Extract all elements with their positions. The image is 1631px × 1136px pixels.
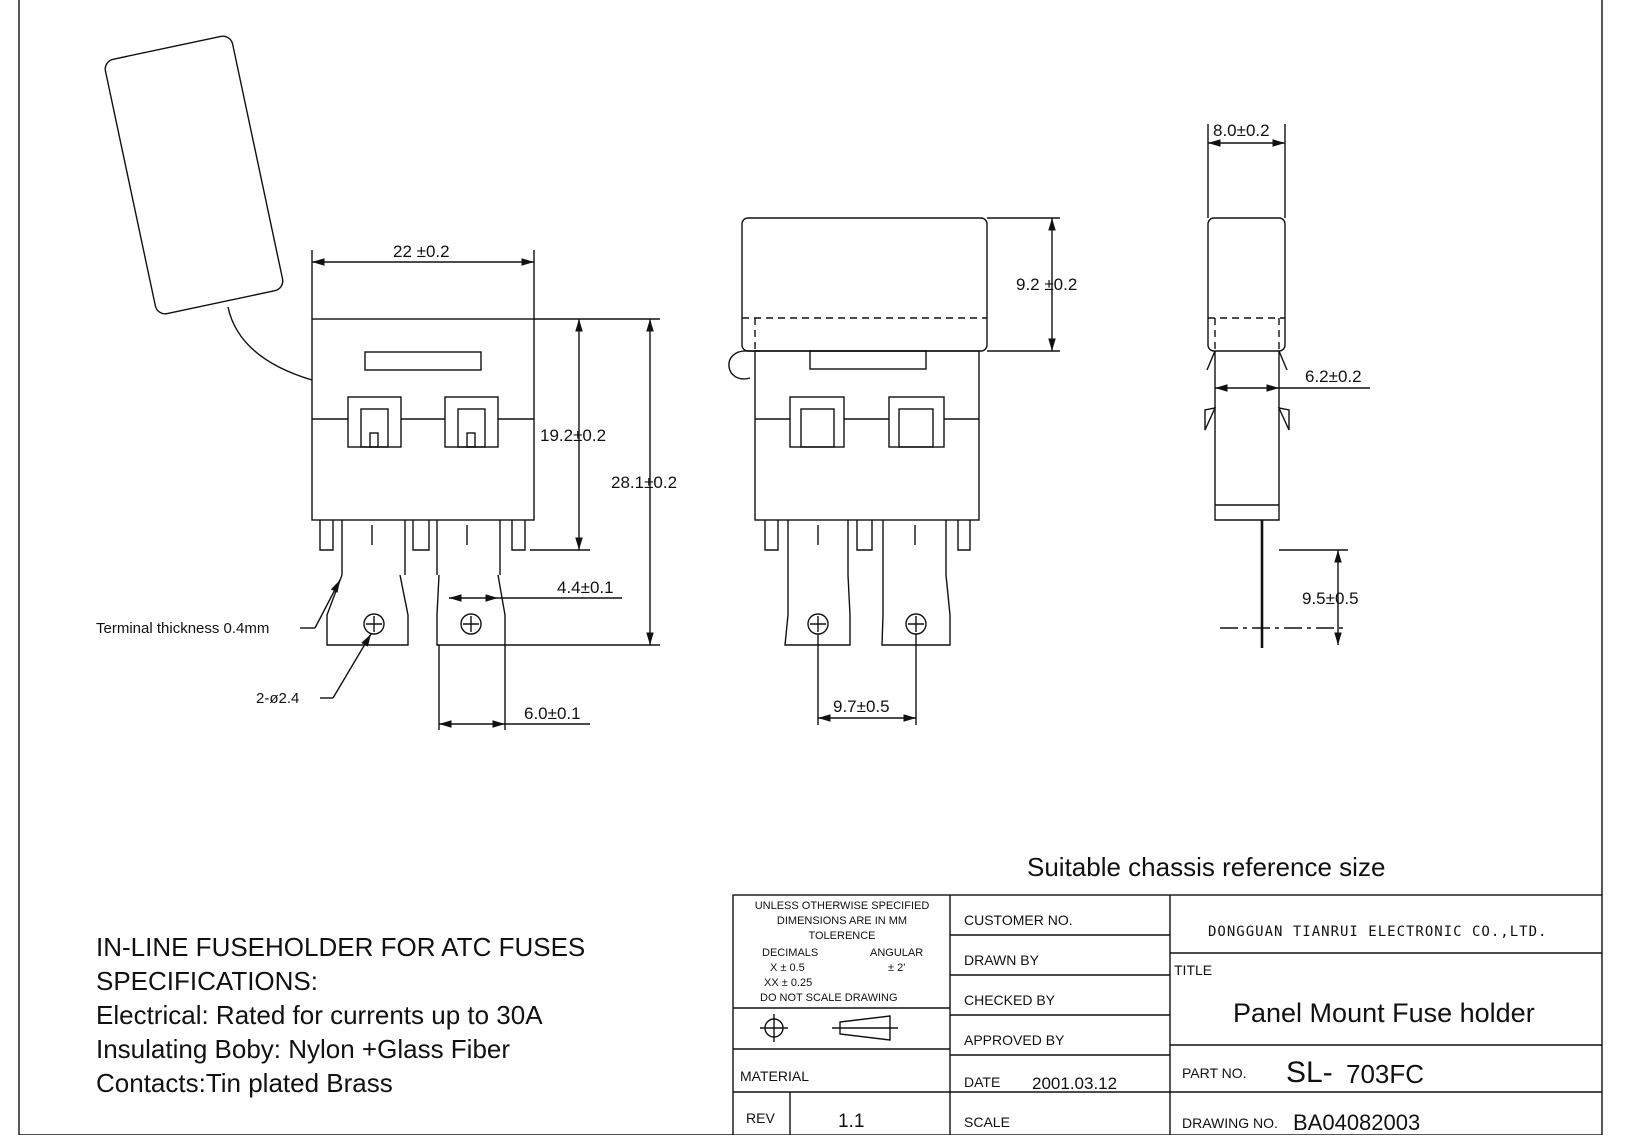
dim-terminal-4-4: 4.4±0.1 bbox=[557, 578, 614, 597]
dim-height-19-2: 19.2±0.2 bbox=[540, 426, 606, 445]
rev-value: 1.1 bbox=[838, 1111, 865, 1132]
chassis-caption: Suitable chassis reference size bbox=[1027, 852, 1386, 882]
dim-pitch-9-7: 9.7±0.5 bbox=[833, 697, 890, 716]
tolerance-angular-label: ANGULAR bbox=[870, 947, 924, 959]
drawing-no-label: DRAWING NO. bbox=[1182, 1115, 1278, 1131]
specifications-block: IN-LINE FUSEHOLDER FOR ATC FUSES SPECIFI… bbox=[96, 930, 585, 1100]
date-value: 2001.03.12 bbox=[1032, 1074, 1118, 1093]
approved-by-label: APPROVED BY bbox=[964, 1032, 1065, 1048]
note-hole: 2-ø2.4 bbox=[256, 690, 299, 707]
tolerance-x: X ± 0.5 bbox=[770, 962, 805, 974]
spec-line-electrical: Electrical: Rated for currents up to 30A bbox=[96, 1000, 543, 1030]
drawing-no-value: BA04082003 bbox=[1293, 1110, 1421, 1135]
terminal-right bbox=[436, 574, 506, 646]
fuse-cap bbox=[104, 35, 284, 315]
title-value: Panel Mount Fuse holder bbox=[1233, 998, 1535, 1028]
spec-line-contacts: Contacts:Tin plated Brass bbox=[96, 1068, 393, 1098]
dim-side-8-0: 8.0±0.2 bbox=[1213, 121, 1270, 140]
spec-line-insulating: Insulating Boby: Nylon +Glass Fiber bbox=[96, 1034, 511, 1064]
tolerance-block: UNLESS OTHERWISE SPECIFIED DIMENSIONS AR… bbox=[754, 900, 930, 942]
middle-view bbox=[728, 217, 1060, 725]
title-block-grid bbox=[732, 894, 1603, 1135]
tolerance-xx: XX ± 0.25 bbox=[764, 977, 813, 989]
dim-terminal-6-0: 6.0±0.1 bbox=[524, 704, 581, 723]
checked-by-label: CHECKED BY bbox=[964, 992, 1056, 1008]
date-label: DATE bbox=[964, 1074, 1001, 1090]
scale-label: SCALE bbox=[964, 1114, 1010, 1130]
cap-strap bbox=[227, 306, 313, 381]
tolerance-decimals-label: DECIMALS bbox=[762, 947, 819, 959]
company-name: DONGGUAN TIANRUI ELECTRONIC CO.,LTD. bbox=[1208, 924, 1548, 940]
material-label: MATERIAL bbox=[740, 1068, 809, 1084]
spec-line-heading: SPECIFICATIONS: bbox=[96, 966, 318, 996]
part-no-label: PART NO. bbox=[1182, 1065, 1247, 1081]
title-label: TITLE bbox=[1174, 962, 1213, 978]
dim-cap-9-2: 9.2 ±0.2 bbox=[1016, 275, 1077, 294]
part-no-prefix: SL- bbox=[1286, 1056, 1333, 1089]
customer-no-label: CUSTOMER NO. bbox=[964, 912, 1073, 928]
side-view bbox=[1204, 124, 1370, 648]
dim-pin-9-5: 9.5±0.5 bbox=[1302, 589, 1359, 608]
dim-height-28-1: 28.1±0.2 bbox=[611, 473, 677, 492]
front-view bbox=[104, 35, 660, 730]
projection-cone bbox=[839, 1015, 891, 1041]
label-window bbox=[364, 351, 482, 371]
drawn-by-label: DRAWN BY bbox=[964, 952, 1039, 968]
tolerance-angle: ± 2' bbox=[888, 962, 906, 974]
tolerance-no-scale: DO NOT SCALE DRAWING bbox=[760, 992, 898, 1004]
spec-line-title: IN-LINE FUSEHOLDER FOR ATC FUSES bbox=[96, 932, 586, 962]
note-terminal-thickness: Terminal thickness 0.4mm bbox=[96, 620, 269, 637]
terminal-left bbox=[326, 574, 409, 646]
rev-label: REV bbox=[746, 1110, 775, 1126]
dim-side-6-2: 6.2±0.2 bbox=[1305, 367, 1362, 386]
cap-side bbox=[741, 217, 988, 352]
part-no-value: 703FC bbox=[1346, 1059, 1425, 1089]
dim-width-22: 22 ±0.2 bbox=[393, 242, 450, 261]
